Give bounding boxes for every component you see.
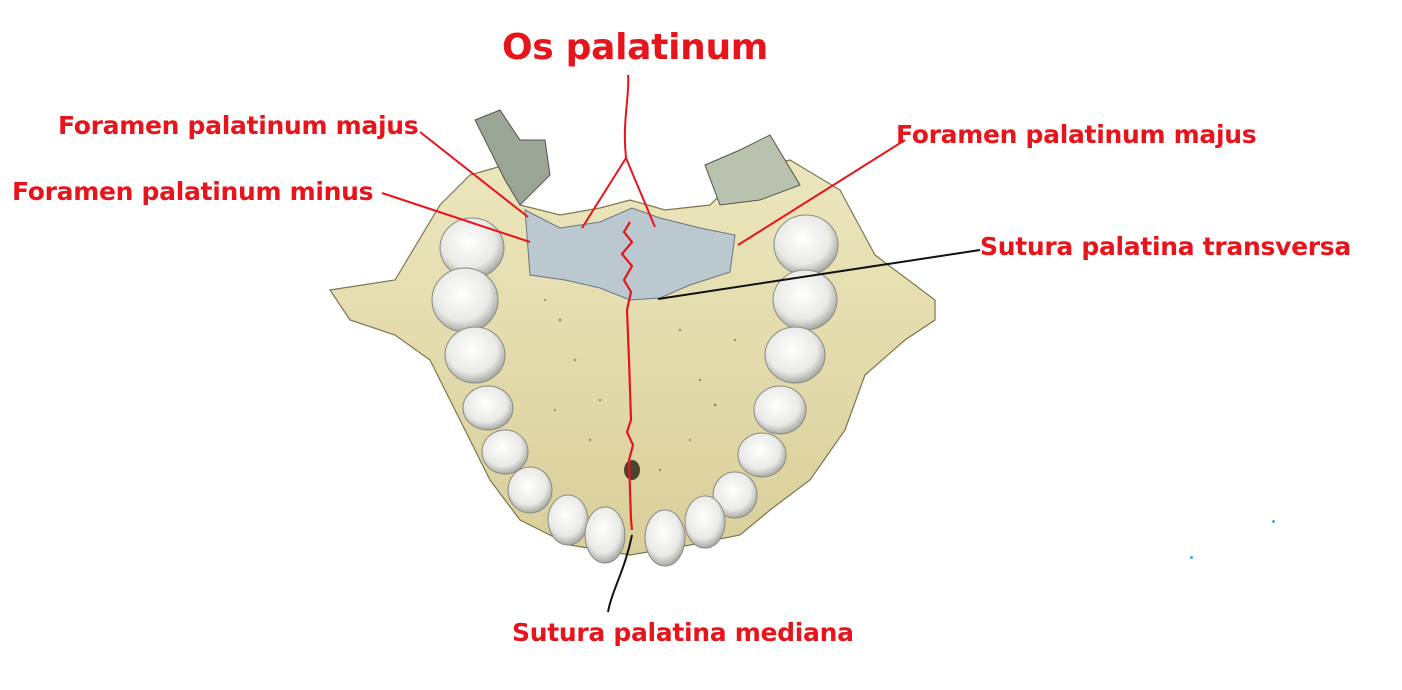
label-foramen-palatinum-majus-right: Foramen palatinum majus [896,120,1257,149]
midline-suture-marker [620,221,635,531]
label-sutura-palatina-transversa: Sutura palatina transversa [980,232,1351,261]
incisive-foramen [624,460,640,480]
label-sutura-palatina-mediana: Sutura palatina mediana [512,618,854,647]
label-foramen-palatinum-majus-left: Foramen palatinum majus [58,111,419,140]
title-os-palatinum: Os palatinum [502,27,768,68]
palatine-bone [524,207,736,301]
blue-speck [1272,520,1275,523]
blue-speck [1190,556,1193,559]
maxilla-bone [328,109,936,556]
pointer-sutura-mediana [607,534,633,613]
pointer-foramen-majus-left [419,131,529,218]
pointer-foramen-majus-right [737,139,906,246]
label-foramen-palatinum-minus-left: Foramen palatinum minus [12,177,374,206]
teeth [431,214,839,567]
os-palatinum-pointers [581,74,656,229]
pointer-sutura-transversa [657,249,981,300]
pointer-foramen-minus-left [381,192,531,243]
